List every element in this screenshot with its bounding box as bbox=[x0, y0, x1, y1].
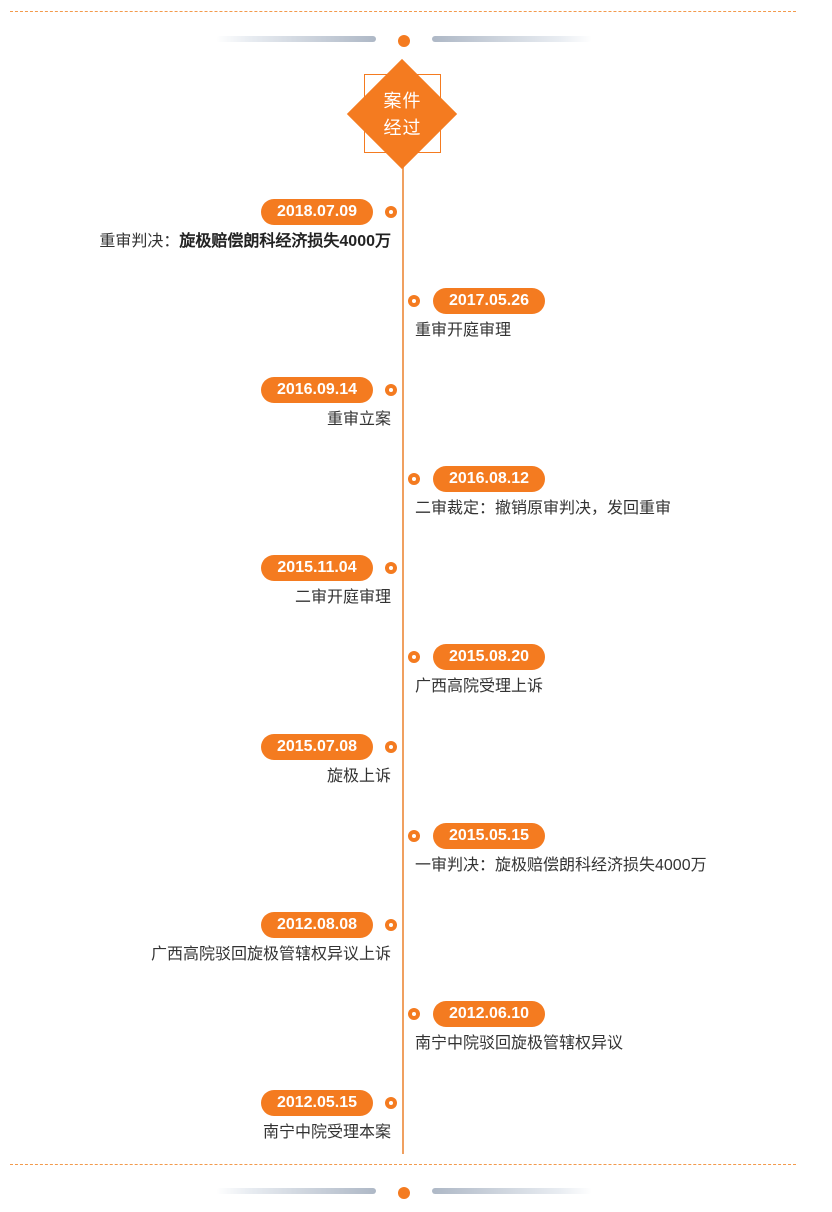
timeline-item: 2015.11.04 二审开庭审理 bbox=[0, 555, 403, 615]
timeline-item: 2018.07.09 重审判决：旋极赔偿朗科经济损失4000万 bbox=[0, 199, 403, 259]
event-description: 广西高院驳回旋极管辖权异议上诉 bbox=[150, 946, 391, 963]
timeline-item: 2015.05.15 一审判决：旋极赔偿朗科经济损失4000万 bbox=[403, 823, 803, 883]
timeline-node bbox=[408, 830, 420, 842]
timeline-item: 2015.07.08 旋极上诉 bbox=[0, 734, 403, 794]
timeline-item: 2015.08.20 广西高院受理上诉 bbox=[403, 644, 803, 704]
top-divider bbox=[10, 11, 796, 12]
section-title: 案件 经过 bbox=[365, 88, 440, 142]
event-description: 重审开庭审理 bbox=[415, 322, 512, 339]
timeline-node bbox=[408, 1008, 420, 1020]
top-decor-bar-left bbox=[216, 36, 376, 42]
date-pill: 2015.08.20 bbox=[433, 644, 545, 670]
timeline-item: 2016.08.12 二审裁定：撤销原审判决，发回重审 bbox=[403, 466, 803, 526]
bottom-decor-dot bbox=[398, 1187, 410, 1199]
timeline-item: 2012.06.10 南宁中院驳回旋极管辖权异议 bbox=[403, 1001, 803, 1061]
timeline-item: 2012.08.08 广西高院驳回旋极管辖权异议上诉 bbox=[0, 912, 403, 972]
bottom-divider bbox=[10, 1164, 796, 1165]
timeline-node bbox=[385, 919, 397, 931]
timeline-node bbox=[408, 651, 420, 663]
timeline-item: 2012.05.15 南宁中院受理本案 bbox=[0, 1090, 403, 1150]
event-description: 二审裁定：撤销原审判决，发回重审 bbox=[415, 500, 672, 517]
date-pill: 2016.08.12 bbox=[433, 466, 545, 492]
date-pill: 2012.06.10 bbox=[433, 1001, 545, 1027]
date-pill: 2016.09.14 bbox=[261, 377, 373, 403]
event-description: 重审判决：旋极赔偿朗科经济损失4000万 bbox=[99, 232, 391, 252]
date-pill: 2018.07.09 bbox=[261, 199, 373, 225]
bottom-decor-bar-left bbox=[216, 1188, 376, 1194]
date-pill: 2017.05.26 bbox=[433, 288, 545, 314]
event-description: 二审开庭审理 bbox=[294, 589, 391, 606]
section-title-line1: 案件 bbox=[383, 91, 422, 111]
event-description: 旋极上诉 bbox=[326, 768, 391, 785]
event-description: 广西高院受理上诉 bbox=[415, 678, 544, 695]
date-pill: 2015.07.08 bbox=[261, 734, 373, 760]
timeline-item: 2016.09.14 重审立案 bbox=[0, 377, 403, 437]
event-emphasis: 旋极赔偿朗科经济损失4000万 bbox=[179, 233, 391, 250]
event-text: 重审判决： bbox=[99, 233, 180, 250]
bottom-decor-bar-right bbox=[432, 1188, 592, 1194]
date-pill: 2015.05.15 bbox=[433, 823, 545, 849]
timeline-node bbox=[385, 741, 397, 753]
timeline-node bbox=[408, 473, 420, 485]
event-description: 南宁中院驳回旋极管辖权异议 bbox=[415, 1035, 624, 1052]
event-description: 一审判决：旋极赔偿朗科经济损失4000万 bbox=[415, 857, 707, 874]
event-description: 重审立案 bbox=[326, 411, 391, 428]
section-title-line2: 经过 bbox=[383, 118, 422, 138]
timeline-node bbox=[385, 562, 397, 574]
top-decor-dot bbox=[398, 35, 410, 47]
top-decor-bar-right bbox=[432, 36, 592, 42]
timeline-axis bbox=[402, 150, 404, 1154]
timeline-node bbox=[385, 384, 397, 396]
timeline-node bbox=[385, 206, 397, 218]
timeline-node bbox=[408, 295, 420, 307]
event-description: 南宁中院受理本案 bbox=[262, 1124, 391, 1141]
date-pill: 2015.11.04 bbox=[261, 555, 373, 581]
date-pill: 2012.05.15 bbox=[261, 1090, 373, 1116]
timeline-item: 2017.05.26 重审开庭审理 bbox=[403, 288, 803, 348]
timeline-node bbox=[385, 1097, 397, 1109]
date-pill: 2012.08.08 bbox=[261, 912, 373, 938]
